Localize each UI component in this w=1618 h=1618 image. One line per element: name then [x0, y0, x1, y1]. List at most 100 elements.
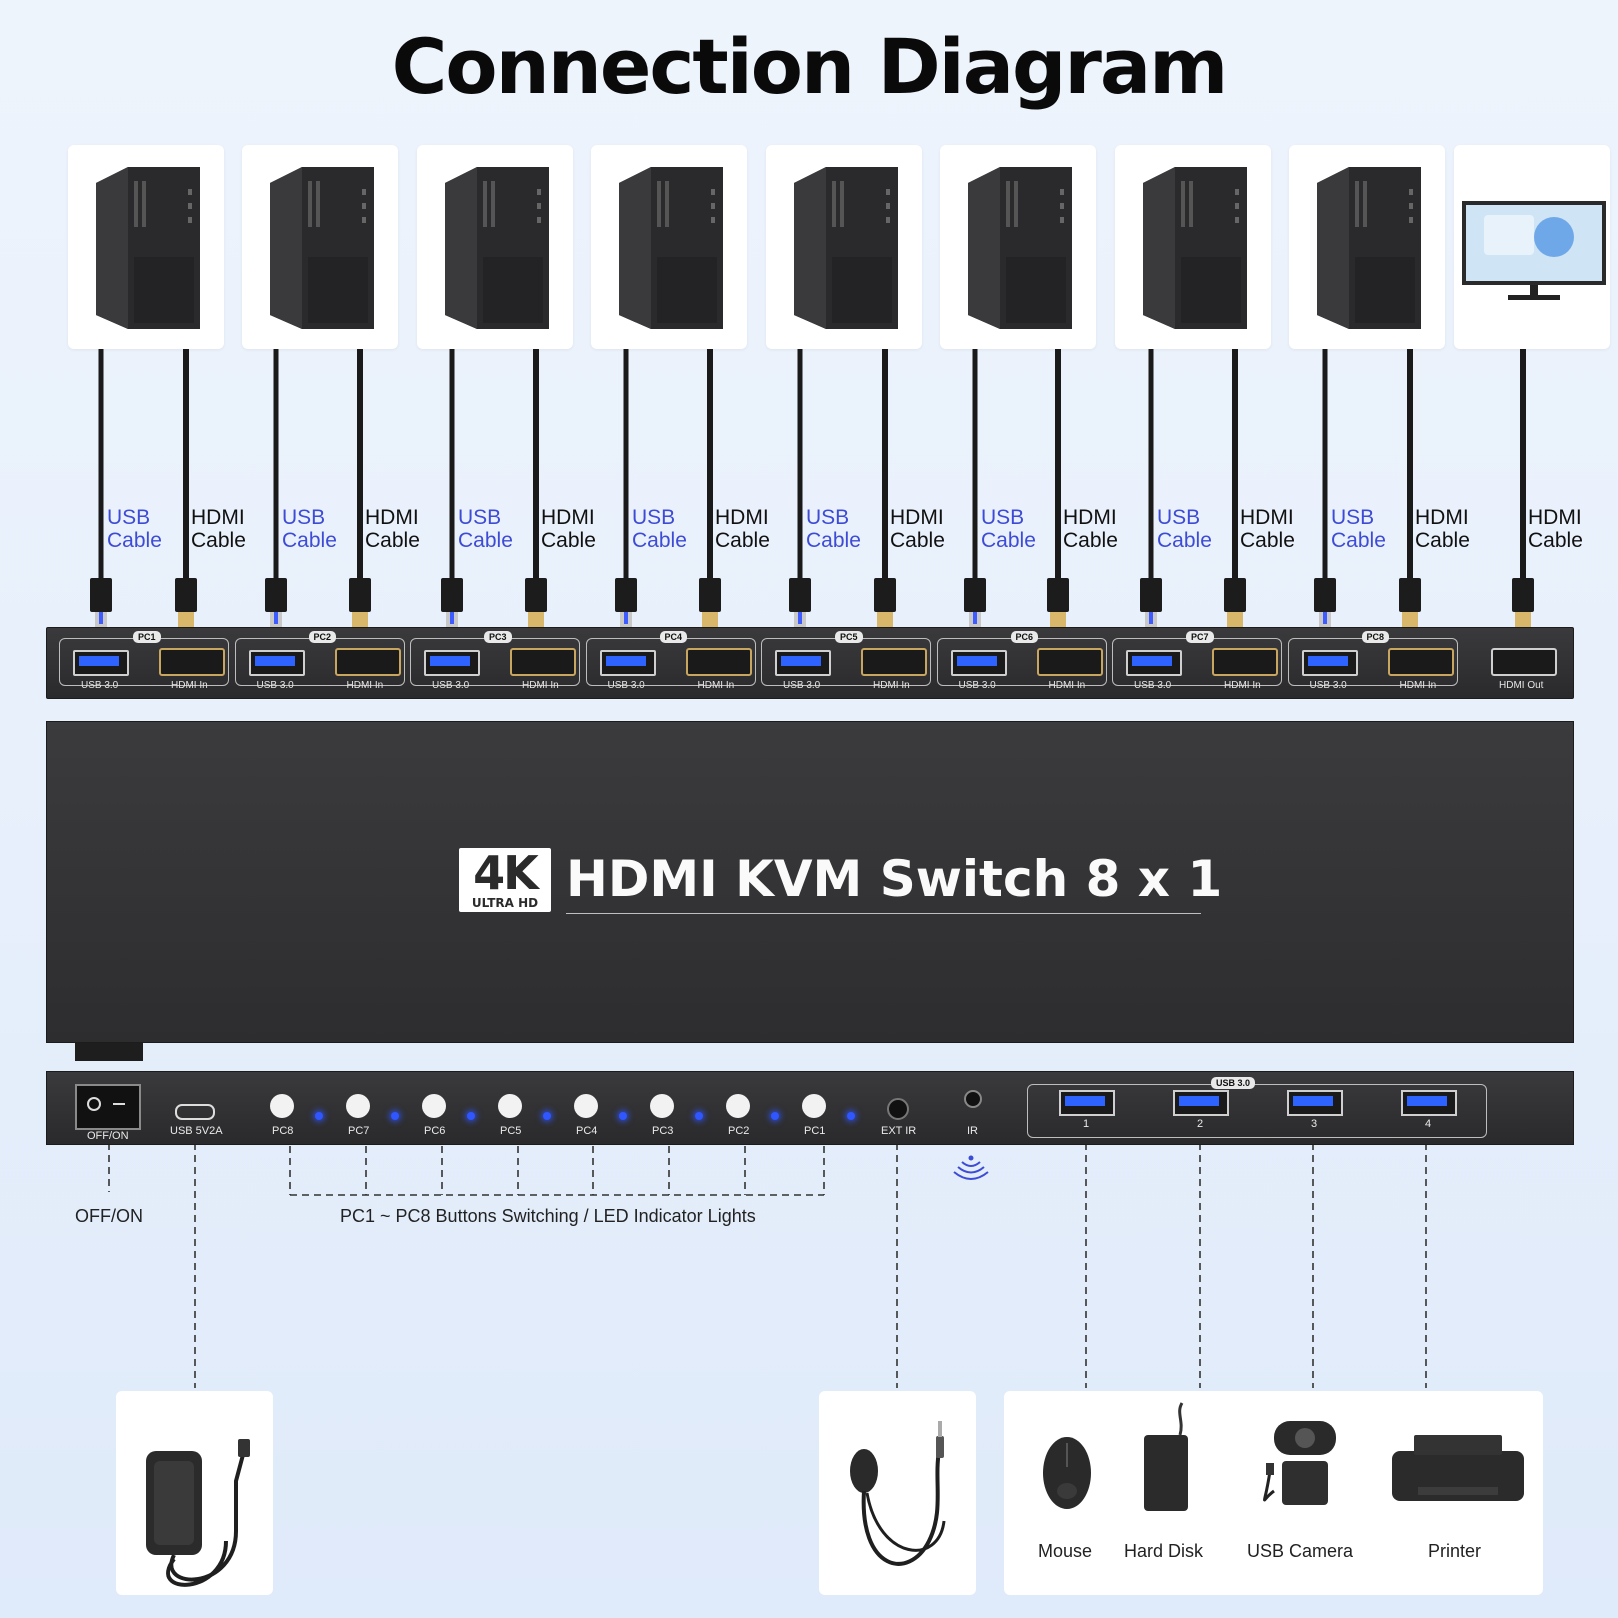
- hub-port-number: 4: [1425, 1118, 1432, 1130]
- pc-tower-icon: [96, 167, 200, 329]
- pc-tower-icon: [1317, 167, 1421, 329]
- port-group-tag: PC8: [1361, 631, 1390, 643]
- usb-plug: [615, 578, 637, 612]
- port-group-tag: PC3: [484, 631, 512, 643]
- hdmi-plug: [1224, 578, 1246, 612]
- usb-port-tongue: [605, 656, 646, 666]
- hard-disk-icon: [1144, 1402, 1188, 1511]
- port-group-tag: PC2: [308, 631, 337, 643]
- hdmi-in-label: HDMI In: [346, 680, 384, 691]
- hub-usb-port-tongue: [1179, 1096, 1219, 1106]
- led-indicator: [543, 1112, 551, 1120]
- usb-port-label: USB 3.0: [1309, 680, 1347, 691]
- ir-receiver-card: [819, 1391, 976, 1595]
- pc-tower-card: [591, 145, 747, 349]
- usb-port-label: USB 3.0: [1134, 680, 1172, 691]
- switch-button: [802, 1094, 826, 1118]
- hub-port-number: 1: [1083, 1118, 1090, 1130]
- usb-power-label: USB 5V2A: [170, 1125, 223, 1137]
- usb-devices-card: [1004, 1391, 1543, 1595]
- pc-tower-card: [1115, 145, 1271, 349]
- product-name: HDMI KVM Switch 8 x 1: [566, 850, 1223, 908]
- pc-tower-icon: [619, 167, 723, 329]
- device-label: Mouse: [1038, 1541, 1093, 1561]
- hdmi-in-port: [1387, 648, 1454, 676]
- usb-plug-blue: [99, 612, 103, 624]
- hdmi-plug: [874, 578, 896, 612]
- usb-port-tongue: [79, 656, 119, 666]
- hdmi-out-label: HDMI Out: [1499, 680, 1544, 691]
- hdmi-plug-tip: [1050, 612, 1066, 627]
- power-on-symbol: [113, 1103, 125, 1105]
- hdmi-plug-tip: [1227, 612, 1243, 627]
- hdmi-in-port: [1212, 648, 1278, 676]
- usb-port-label: USB 3.0: [432, 680, 470, 691]
- usb-port-label: USB 3.0: [783, 680, 821, 691]
- switch-button-label: PC5: [500, 1125, 522, 1137]
- off-on-annotation: OFF/ON: [75, 1206, 143, 1226]
- led-indicator: [771, 1112, 779, 1120]
- ir-sensor: [964, 1090, 982, 1108]
- usb-devices-icons: [1043, 1402, 1524, 1511]
- hdmi-plug-tip: [1515, 612, 1531, 627]
- hdmi-out-port: [1491, 648, 1557, 676]
- hdmi-plug: [1399, 578, 1421, 612]
- hdmi-plug-tip: [178, 612, 194, 627]
- hdmi-in-label: HDMI In: [697, 680, 735, 691]
- ir-wave-icon: [957, 1166, 985, 1174]
- hdmi-in-port: [1036, 648, 1103, 676]
- switch-button: [574, 1094, 598, 1118]
- hdmi-plug: [1047, 578, 1069, 612]
- switch-button-label: PC1: [804, 1125, 826, 1137]
- led-indicator: [847, 1112, 855, 1120]
- pc-tower-icon: [968, 167, 1072, 329]
- buttons-annotation: PC1 ~ PC8 Buttons Switching / LED Indica…: [340, 1206, 756, 1226]
- hdmi-plug: [175, 578, 197, 612]
- usb-plug: [1314, 578, 1336, 612]
- diagram-title: Connection Diagram: [391, 22, 1229, 111]
- usb-port-label: USB 3.0: [81, 680, 119, 691]
- hdmi-in-label: HDMI In: [1399, 680, 1437, 691]
- usb-plug: [964, 578, 986, 612]
- hdmi-plug-tip: [1402, 612, 1418, 627]
- power-off-symbol: [87, 1097, 101, 1111]
- usb-port-label: USB 3.0: [256, 680, 294, 691]
- badge-4k-text: 4K: [473, 846, 539, 900]
- hdmi-in-port: [685, 648, 752, 676]
- switch-button: [346, 1094, 370, 1118]
- pc-tower-card: [1289, 145, 1445, 349]
- led-indicator: [695, 1112, 703, 1120]
- power-switch-label: OFF/ON: [87, 1130, 129, 1142]
- ir-wave-dot: [968, 1155, 974, 1161]
- usb-port-tongue: [1307, 656, 1348, 666]
- pc-tower-card: [417, 145, 573, 349]
- ext-ir-jack: [887, 1098, 909, 1120]
- switch-button-label: PC2: [728, 1125, 750, 1137]
- ir-wave-icon: [961, 1161, 981, 1167]
- power-adapter-icon: [146, 1439, 250, 1587]
- hdmi-in-label: HDMI In: [1224, 680, 1261, 691]
- usb-plug: [441, 578, 463, 612]
- hdmi-plug: [349, 578, 371, 612]
- usb-hub-tag: USB 3.0: [1211, 1077, 1256, 1089]
- kvm-switch-top: 4K ULTRA HD HDMI KVM Switch 8 x 1: [46, 721, 1574, 1043]
- switch-button-label: PC8: [272, 1125, 294, 1137]
- device-label: USB Camera: [1247, 1541, 1354, 1561]
